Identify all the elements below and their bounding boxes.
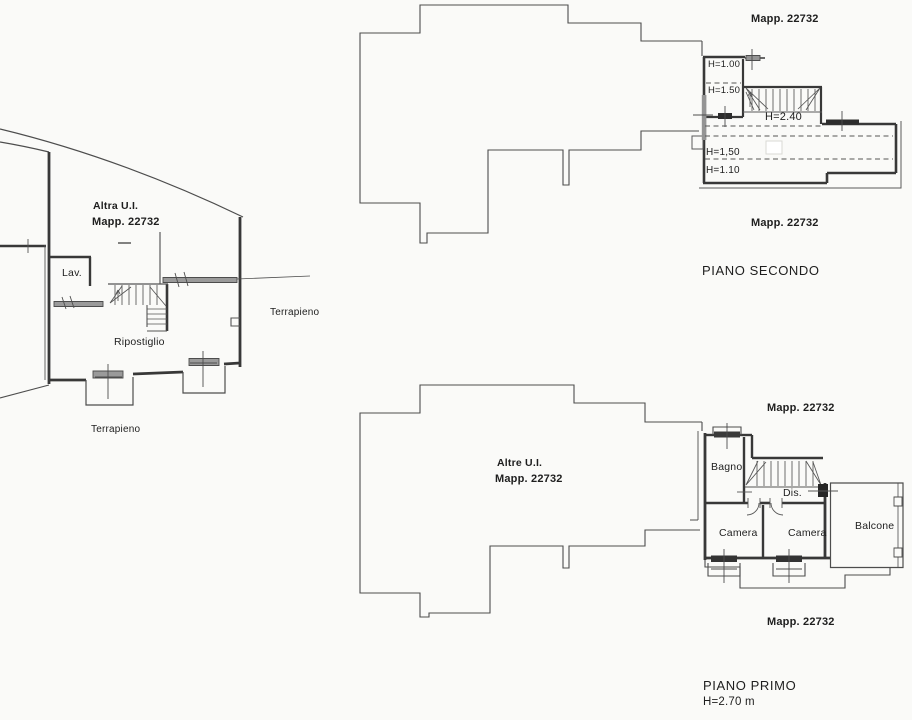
height-label-landing: H=2.40 <box>765 111 802 123</box>
staircase-secondo-icon <box>746 88 820 111</box>
room-label-camera-left: Camera <box>719 527 758 539</box>
footprint-piano-primo <box>360 385 702 617</box>
windows-primo <box>708 423 805 583</box>
window-top-icon <box>746 56 760 61</box>
other-unit-label-primo-1: Altre U.I. <box>497 457 543 469</box>
window-left-icon <box>701 95 707 140</box>
height-dashed-lines-secondo <box>705 83 893 159</box>
door-arc-icon <box>771 503 783 515</box>
window-well-right <box>183 366 225 393</box>
footprint-piano-secondo <box>360 5 702 243</box>
plan-piano-secondo <box>692 49 901 188</box>
railing-post-icon <box>894 548 902 557</box>
railing-post-icon <box>894 497 902 506</box>
balcony-door-icon <box>818 484 828 497</box>
door-arc-icon <box>747 503 759 515</box>
site-boundary-curves <box>0 129 243 398</box>
outline-secondo <box>692 112 901 188</box>
parcel-label-primo-top: Mapp. 22732 <box>767 402 835 414</box>
staircase-primo-icon <box>745 461 823 487</box>
doors-primo <box>737 484 838 515</box>
windows-interrato <box>54 272 310 405</box>
other-unit-label-interrato-2: Mapp. 22732 <box>92 216 160 228</box>
parcel-label-primo-bottom: Mapp. 22732 <box>767 616 835 628</box>
height-label-attic-lower: H=1.10 <box>706 165 740 176</box>
room-label-ripostiglio: Ripostiglio <box>114 336 165 348</box>
parcel-label-secondo-top: Mapp. 22732 <box>751 13 819 25</box>
height-label-top-room-lower: H=1.50 <box>708 85 741 96</box>
wall-notch <box>231 318 240 326</box>
diagonal-boundary <box>0 385 49 398</box>
other-unit-label-primo-2: Mapp. 22732 <box>495 473 563 485</box>
other-unit-label-interrato-1: Altra U.I. <box>93 200 139 212</box>
terrain-label-bottom: Terrapieno <box>91 424 141 435</box>
window-right-icon <box>826 119 859 125</box>
floor-title-primo: PIANO PRIMO <box>703 678 797 693</box>
floor-height-primo: H=2.70 m <box>703 696 755 708</box>
terrain-label-right: Terrapieno <box>270 307 320 318</box>
staircase-interrato-icon <box>108 284 168 331</box>
walls-interrato <box>0 152 240 384</box>
lower-terrace-outline <box>705 560 890 588</box>
room-label-dis: Dis. <box>783 487 802 499</box>
erasure-patch <box>766 141 782 154</box>
opening-band-right-icon <box>163 278 237 283</box>
height-label-top-room-upper: H=1.00 <box>708 59 741 70</box>
parcel-label-secondo-bottom: Mapp. 22732 <box>751 217 819 229</box>
window-sill-icon <box>189 359 219 366</box>
room-label-balcone: Balcone <box>855 520 895 532</box>
walls-primo <box>705 433 830 560</box>
height-label-attic-upper: H=1,50 <box>706 147 740 158</box>
floor-title-secondo: PIANO SECONDO <box>702 263 820 278</box>
plan-interrato <box>0 129 310 405</box>
window-well-left <box>86 377 133 405</box>
room-label-camera-right: Camera <box>788 527 827 539</box>
room-label-lav: Lav. <box>62 267 82 279</box>
windows-secondo <box>693 49 859 140</box>
details-interrato <box>28 239 240 380</box>
opening-band-left-icon <box>54 302 103 307</box>
room-label-bagno: Bagno <box>711 461 743 473</box>
balcony-outline <box>831 483 904 568</box>
plan-piano-primo <box>705 423 903 588</box>
